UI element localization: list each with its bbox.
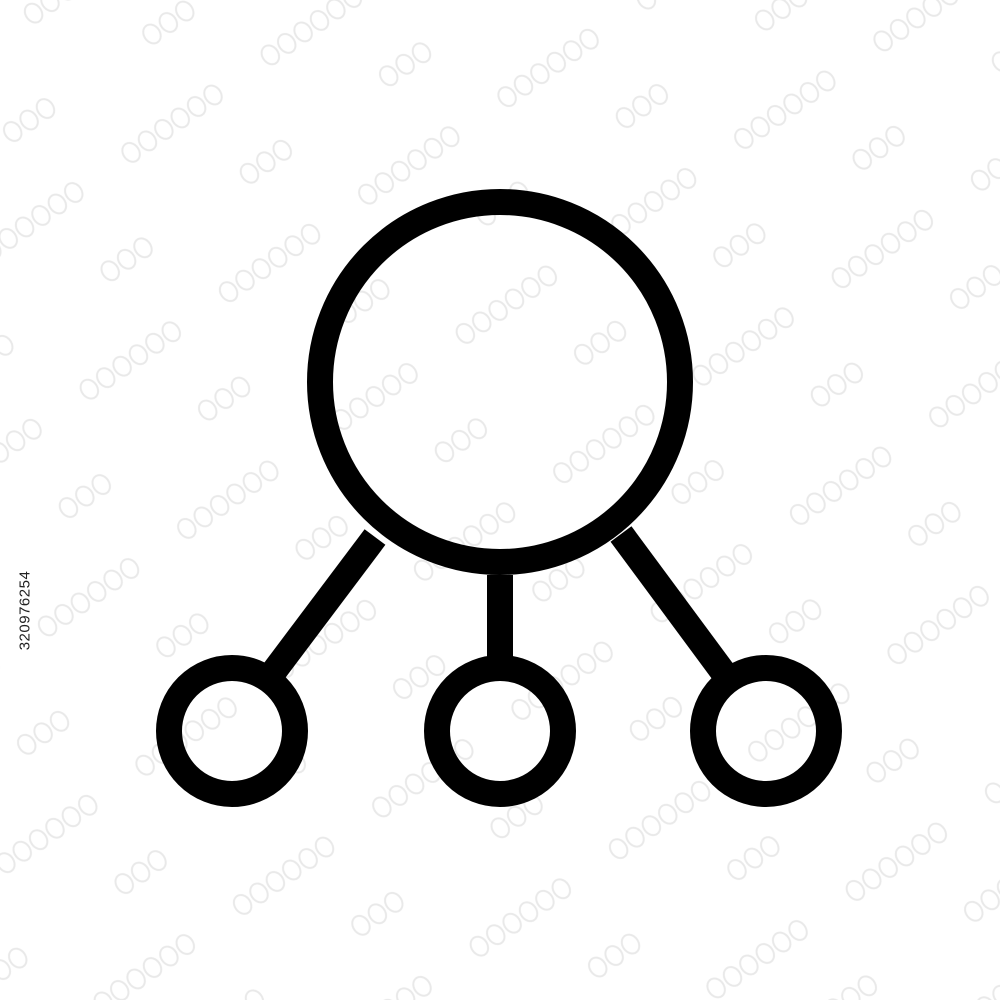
child-node-center: [424, 655, 576, 807]
connector-right: [610, 526, 737, 684]
parent-node-circle: [307, 189, 693, 575]
child-node-right: [690, 655, 842, 807]
child-node-left: [156, 655, 308, 807]
connector-left: [261, 529, 386, 682]
